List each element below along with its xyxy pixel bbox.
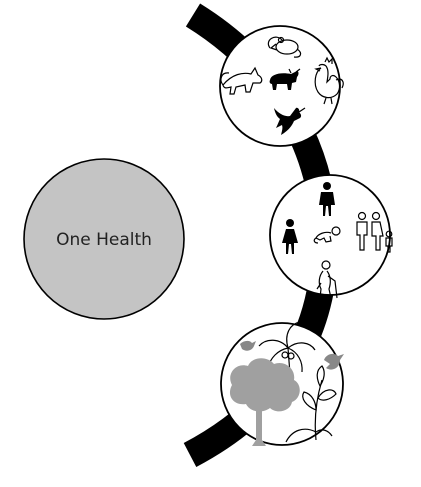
one-health-node: One Health [23,158,185,320]
crawling-baby-icon [313,226,341,244]
animal-health-circle [219,25,344,147]
growing-plant-icon [302,365,337,441]
man-icon [319,182,335,216]
one-health-circle [23,158,185,320]
bird-icon [240,340,256,351]
tree-icon [229,358,300,446]
fox-icon [220,66,263,95]
elderly-person-icon [316,260,338,299]
human-health-circle [269,174,393,299]
one-health-label: One Health [56,230,152,250]
rooster-icon [314,56,344,105]
environmental-health-circle [220,321,344,446]
dove-icon [274,107,306,135]
hill-icon [285,428,333,443]
bull-icon [269,68,301,90]
woman-icon [282,219,298,254]
bird-icon [324,353,344,370]
mouse-icon [267,36,302,58]
family-icon [356,211,393,253]
